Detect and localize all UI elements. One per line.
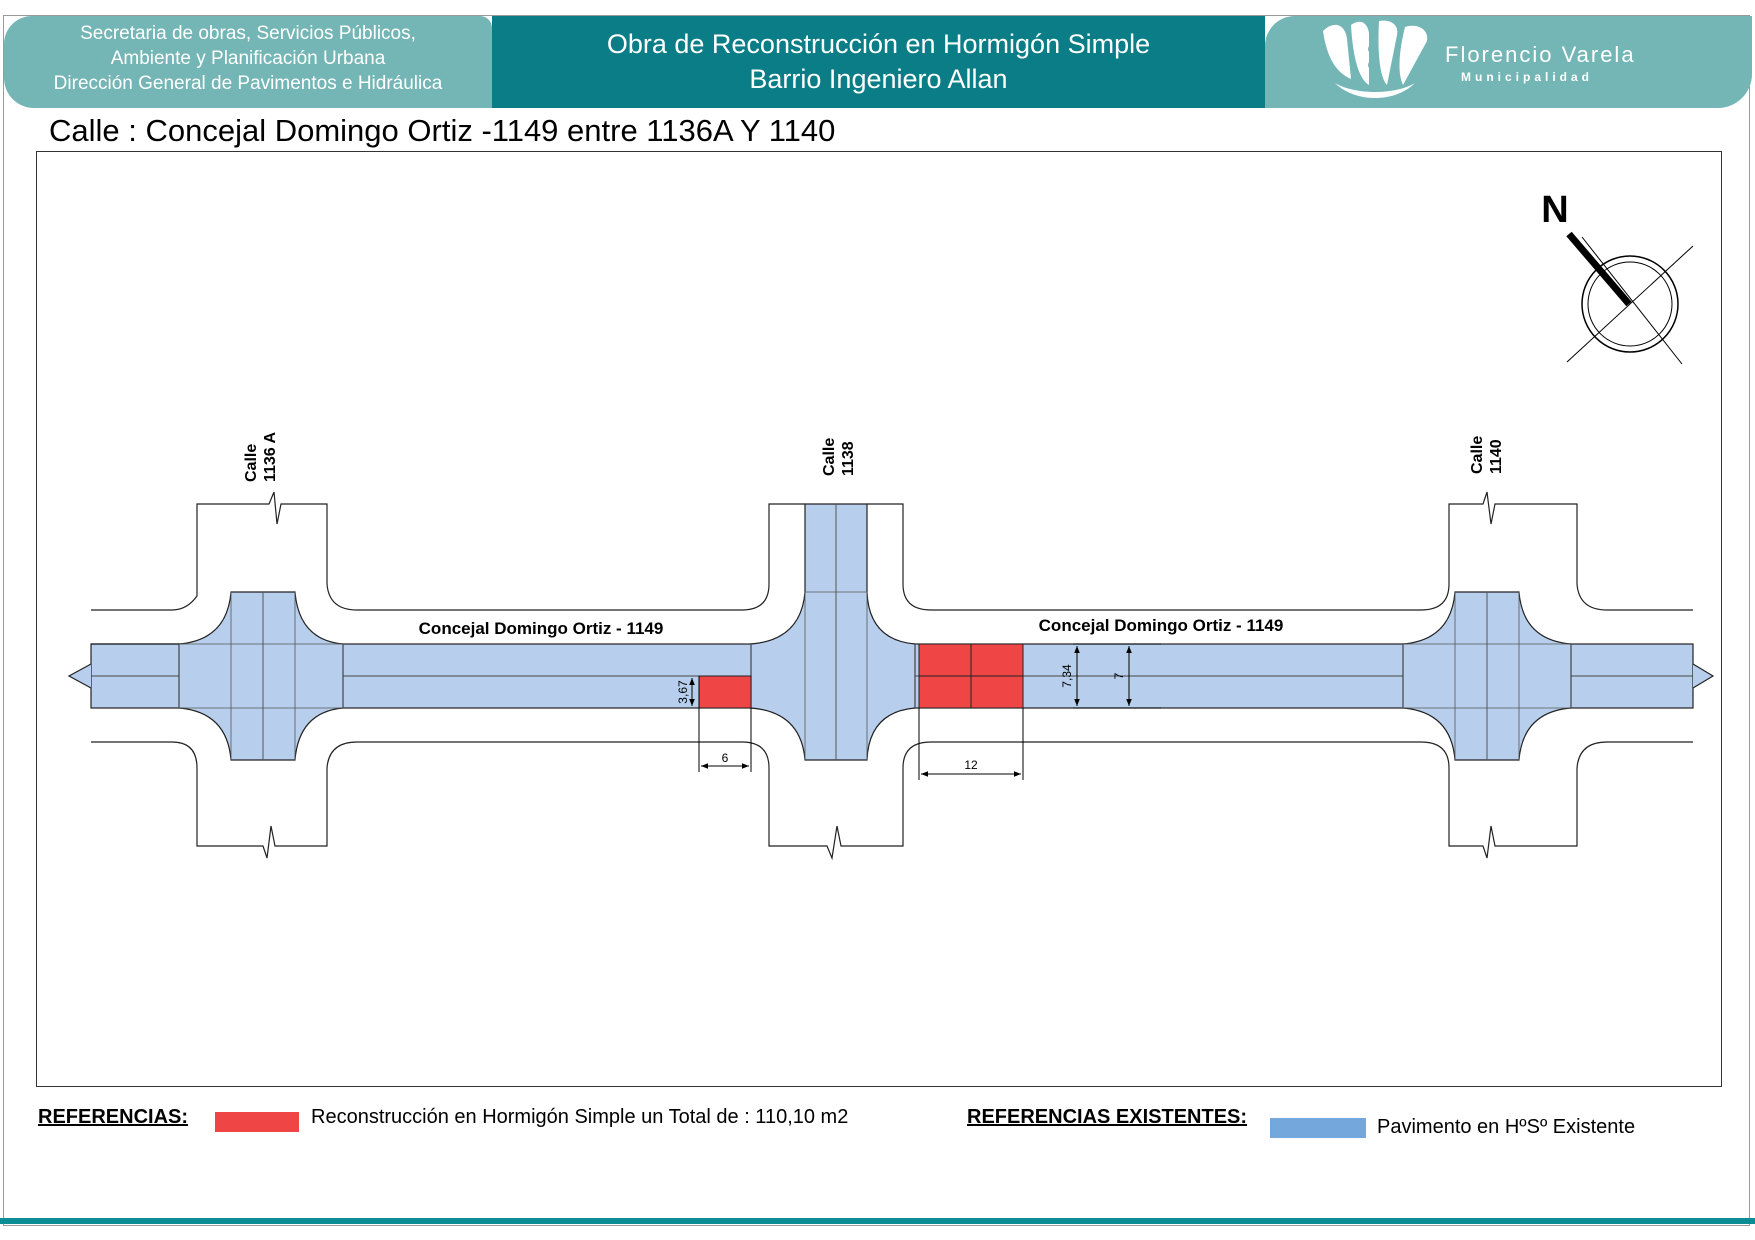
project-title: Obra de Reconstrucción en Hormigón Simpl… [606,29,1151,59]
intersection-1136a [178,591,344,761]
north-label: N [1541,189,1568,231]
department-line: Secretaria de obras, Servicios Públicos, [80,23,416,44]
road-break-left [67,663,92,689]
cross-street-label-1136a: Calle 1136 A [243,431,279,482]
svg-text:1138: 1138 [840,441,857,476]
dimension-patch2-length: 12 [964,758,978,772]
legend-existing: REFERENCIAS EXISTENTES: [967,1106,1247,1129]
street-label-west: Concejal Domingo Ortiz - 1149 [419,619,664,638]
dimension-patch1-length: 6 [722,751,729,765]
legend-item: Reconstrucción en Hormigón Simple un Tot… [311,1106,849,1128]
cross-street-label-1138: Calle 1138 [821,438,857,476]
header: Secretaria de obras, Servicios Públicos,… [4,16,1752,108]
svg-text:Calle: Calle [1469,436,1486,474]
department-line: Dirección General de Pavimentos e Hidráu… [53,73,443,94]
reconstruction-swatch [215,1112,299,1132]
municipal-logo-icon [1323,20,1428,98]
page-title: Calle : Concejal Domingo Ortiz -1149 ent… [49,113,836,148]
legend: REFERENCIAS: [38,1106,188,1129]
curb-lines [91,491,1693,861]
project-title-block: Obra de Reconstrucción en Hormigón Simpl… [492,16,1265,108]
street-label-east: Concejal Domingo Ortiz - 1149 [1039,616,1284,635]
reconstruction-patch-1 [698,675,752,709]
cross-street-label-1140: Calle 1140 [1469,436,1505,474]
north-arrow-icon: N [1541,189,1694,365]
footer-rule [0,1218,1755,1224]
department-block: Secretaria de obras, Servicios Públicos,… [4,16,492,108]
legend-title: REFERENCIAS: [38,1106,189,1128]
svg-text:1140: 1140 [1488,439,1505,474]
svg-text:Calle: Calle [821,438,838,476]
legend-existing-item: Pavimento en HºSº Existente [1377,1116,1636,1138]
svg-text:Calle: Calle [243,444,260,482]
dimension-road-width: 7 [1112,672,1126,679]
project-subtitle: Barrio Ingeniero Allan [749,64,1008,94]
dimension-lines [689,643,1161,780]
page-frame [3,15,1750,1226]
plan-drawing-frame: 3,67 6 12 7,34 7 Concejal Domingo Ortiz … [36,151,1722,1087]
department-line: Ambiente y Planificación Urbana [110,48,386,69]
existing-pavement-swatch [1270,1118,1366,1138]
logo-subtitle: Municipalidad [1461,70,1594,84]
intersection-1140 [1402,591,1572,761]
reconstruction-patches [698,643,1024,709]
logo-block: Florencio Varela Municipalidad [1265,16,1752,108]
svg-text:1136 A: 1136 A [262,431,279,482]
logo-name: Florencio Varela [1445,42,1636,67]
street-plan: 3,67 6 12 7,34 7 Concejal Domingo Ortiz … [67,189,1715,861]
dimension-road-total: 7,34 [1060,664,1074,688]
intersection-1138 [750,503,916,761]
dimension-patch1-width: 3,67 [676,680,690,704]
legend-existing-title: REFERENCIAS EXISTENTES: [967,1106,1248,1128]
road-break-right [1692,663,1715,689]
